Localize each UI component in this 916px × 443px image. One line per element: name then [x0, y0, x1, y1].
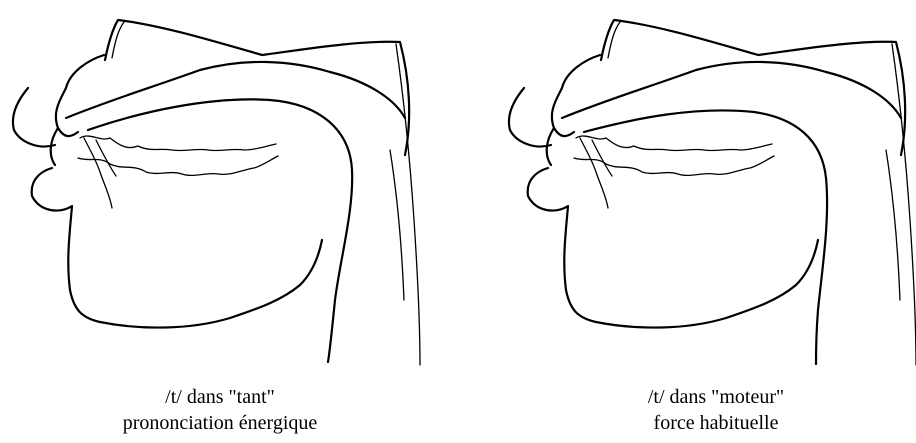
- nose-lip-profile: [547, 55, 600, 165]
- figure-moteur: /t/ dans "moteur" force habituelle: [496, 0, 916, 443]
- lower-teeth: [574, 156, 774, 175]
- incisor-contact: [580, 138, 612, 208]
- hard-palate: [66, 62, 405, 118]
- mandible: [32, 168, 322, 328]
- figure-tant: /t/ dans "tant" prononciation énergique: [0, 0, 440, 443]
- lower-teeth: [78, 156, 278, 175]
- caption-tant: /t/ dans "tant" prononciation énergique: [0, 384, 440, 436]
- caption-title: /t/ dans "moteur": [496, 384, 916, 410]
- upper-teeth: [80, 136, 276, 151]
- nose-lip-profile: [51, 55, 104, 165]
- caption-title: /t/ dans "tant": [0, 384, 440, 410]
- caption-moteur: /t/ dans "moteur" force habituelle: [496, 384, 916, 436]
- upper-face-left: [13, 88, 55, 147]
- caption-subtitle: prononciation énergique: [0, 410, 440, 436]
- incisor-contact: [84, 138, 116, 208]
- pharynx-line: [886, 150, 900, 300]
- profile-sketch-moteur: [496, 0, 916, 370]
- caption-subtitle: force habituelle: [496, 410, 916, 436]
- profile-sketch-tant: [0, 0, 440, 370]
- pharynx-line: [390, 150, 404, 300]
- upper-teeth: [576, 136, 772, 151]
- tongue-dome: [88, 99, 352, 362]
- upper-face-left: [509, 88, 551, 147]
- mandible: [528, 168, 818, 328]
